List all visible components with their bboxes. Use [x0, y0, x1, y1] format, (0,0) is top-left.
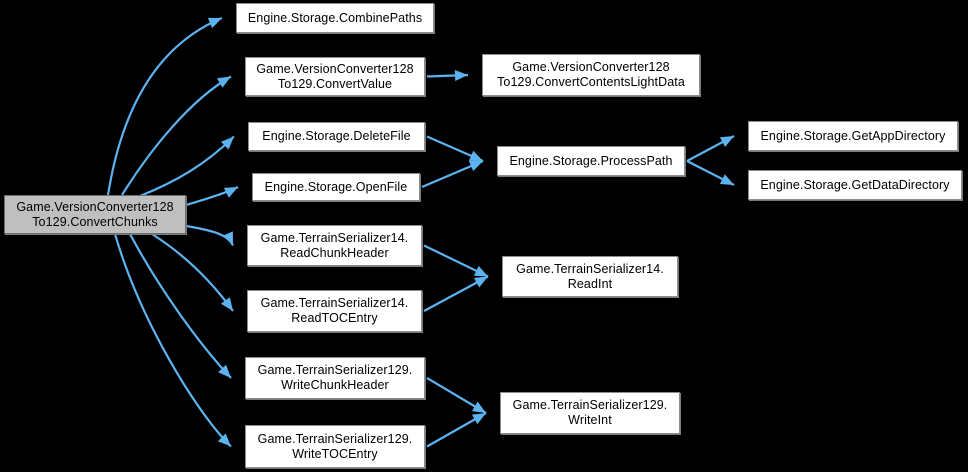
graph-node-readchunkheader[interactable]: Game.TerrainSerializer14. ReadChunkHeade…: [247, 225, 422, 266]
graph-node-convertvalue[interactable]: Game.VersionConverter128 To129.ConvertVa…: [245, 57, 425, 96]
graph-node-processpath[interactable]: Engine.Storage.ProcessPath: [497, 146, 685, 176]
edge-line: [686, 160, 735, 186]
edge-arrowhead: [223, 187, 238, 198]
edge-line: [426, 412, 487, 448]
edge-line: [121, 75, 232, 196]
edge-line: [139, 135, 235, 198]
edge-line: [426, 73, 469, 78]
graph-node-writechunkheader[interactable]: Game.TerrainSerializer129. WriteChunkHea…: [245, 357, 425, 399]
edge-arrowhead: [217, 433, 231, 447]
graph-edge-root-to-readchunkheader: [222, 231, 233, 246]
graph-node-root[interactable]: Game.VersionConverter128 To129.ConvertCh…: [4, 195, 186, 234]
graph-edge-root-to-convertvalue: [216, 76, 231, 88]
edge-arrowhead: [220, 297, 233, 311]
edge-line: [421, 159, 484, 189]
graph-node-openfile[interactable]: Engine.Storage.OpenFile: [252, 173, 420, 201]
graph-edge-root-to-writechunkheader: [218, 364, 231, 378]
edge-arrowhead: [220, 136, 234, 150]
graph-edge-root-to-deletefile: [220, 136, 234, 150]
graph-node-readint[interactable]: Game.TerrainSerializer14. ReadInt: [502, 256, 678, 297]
graph-edge-root-to-writetocentry: [217, 433, 231, 447]
graph-node-deletefile[interactable]: Engine.Storage.DeleteFile: [248, 122, 425, 151]
graph-node-getdatadirectory[interactable]: Engine.Storage.GetDataDirectory: [748, 170, 962, 200]
edge-line: [151, 233, 234, 312]
edge-arrowhead: [218, 364, 231, 378]
edge-line: [423, 244, 489, 278]
graph-node-writeint[interactable]: Game.TerrainSerializer129. WriteInt: [500, 392, 680, 434]
graph-node-combinepaths[interactable]: Engine.Storage.CombinePaths: [236, 3, 434, 33]
edge-line: [106, 16, 223, 196]
edge-line: [686, 135, 735, 162]
edge-arrowhead: [207, 17, 222, 29]
edge-line: [426, 135, 484, 163]
graph-node-getappdirectory[interactable]: Engine.Storage.GetAppDirectory: [748, 121, 958, 151]
graph-edge-root-to-combinepaths: [207, 17, 222, 29]
edge-line: [426, 377, 487, 414]
edge-arrowhead: [222, 231, 233, 246]
graph-edge-root-to-openfile: [223, 187, 238, 198]
graph-edge-root-to-readtocentry: [220, 297, 233, 311]
graph-node-convertcontentslightdata[interactable]: Game.VersionConverter128 To129.ConvertCo…: [482, 54, 700, 96]
graph-node-readtocentry[interactable]: Game.TerrainSerializer14. ReadTOCEntry: [247, 290, 422, 332]
graph-node-writetocentry[interactable]: Game.TerrainSerializer129. WriteTOCEntry: [245, 425, 425, 468]
edge-line: [423, 275, 489, 312]
edge-line: [129, 233, 232, 379]
edge-arrowhead: [216, 76, 231, 88]
edge-line: [113, 233, 232, 448]
